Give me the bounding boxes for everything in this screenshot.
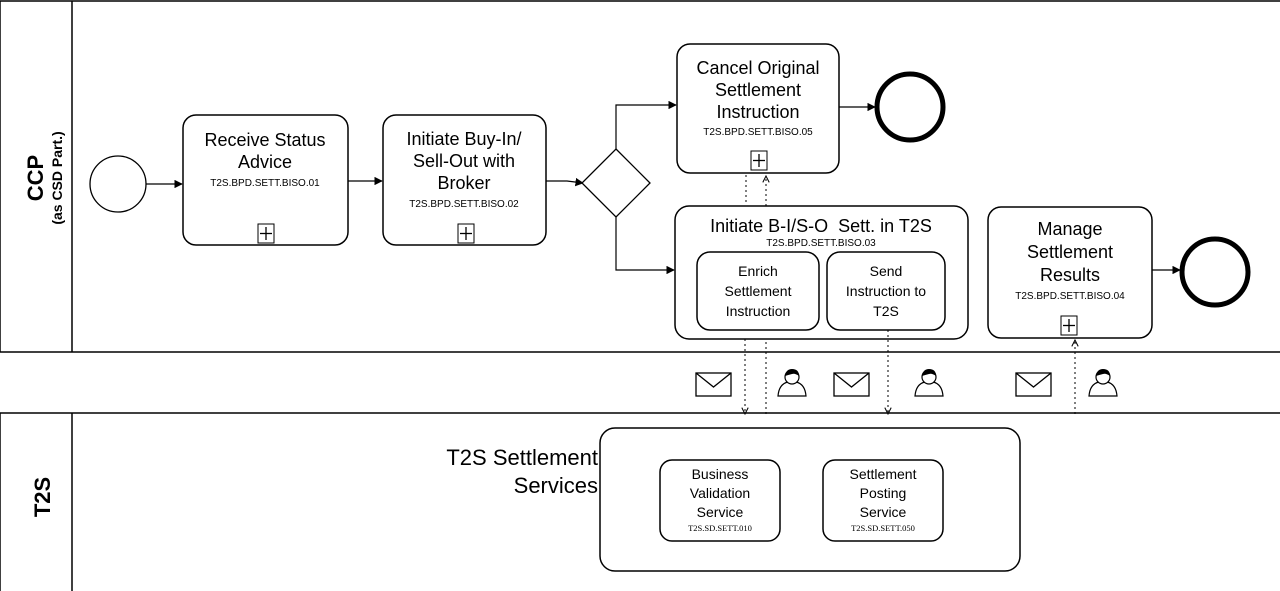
task-manage-line-1: Manage xyxy=(1037,219,1102,239)
plus-marker-icon[interactable] xyxy=(257,223,275,244)
task-buyin-line-1: Initiate Buy-In/ xyxy=(406,129,521,149)
flow-buyin-gateway xyxy=(546,177,584,187)
subtask-send-instruction[interactable]: Send Instruction to T2S xyxy=(826,251,946,331)
task-initsett-title: Initiate B-I/S-O Sett. in T2S xyxy=(710,216,932,236)
service-sps-code: T2S.SD.SETT.050 xyxy=(851,523,915,533)
task-initsett-code: T2S.BPD.SETT.BISO.03 xyxy=(766,238,876,249)
task-receive-status-advice[interactable]: Receive Status Advice T2S.BPD.SETT.BISO.… xyxy=(182,114,349,246)
envelope-icon xyxy=(695,372,732,397)
service-bvs-line-2: Validation xyxy=(690,485,750,501)
task-manage-frame xyxy=(987,206,1153,339)
user-icon xyxy=(777,369,807,397)
task-buyin-code: T2S.BPD.SETT.BISO.02 xyxy=(409,199,519,210)
service-sps-line-1: Settlement xyxy=(850,466,917,482)
pool-t2s-name: T2S xyxy=(30,477,55,517)
t2s-settlement-services[interactable]: T2S Settlement Services Business Validat… xyxy=(446,427,1021,572)
task-cancel-frame xyxy=(676,43,840,174)
task-cancel-original[interactable]: Cancel Original Settlement Instruction T… xyxy=(676,43,840,174)
subtask-enrich-line-1: Enrich xyxy=(738,263,778,279)
subtask-enrich[interactable]: Enrich Settlement Instruction xyxy=(696,251,820,331)
task-manage-line-2: Settlement xyxy=(1027,242,1113,262)
flow-gateway-cancel xyxy=(615,100,677,149)
service-settlement-posting[interactable]: Settlement Posting Service T2S.SD.SETT.0… xyxy=(822,459,944,542)
task-manage-code: T2S.BPD.SETT.BISO.04 xyxy=(1015,291,1125,302)
exclusive-gateway[interactable] xyxy=(581,148,651,218)
envelope-icon xyxy=(833,372,870,397)
t2s-services-title-line-2: Services xyxy=(514,473,598,498)
task-cancel-line-1: Cancel Original xyxy=(696,58,819,78)
subtask-enrich-frame xyxy=(696,251,820,331)
service-bvs-code: T2S.SD.SETT.010 xyxy=(688,523,752,533)
task-cancel-line-3: Instruction xyxy=(716,102,799,122)
subtask-enrich-line-2: Settlement xyxy=(725,283,792,299)
task-buyin-frame xyxy=(382,114,547,246)
service-bvs-line-3: Service xyxy=(697,504,744,520)
flow-gateway-initiate-sett xyxy=(615,217,675,275)
pool-ccp: CCP (as CSD Part.) xyxy=(0,0,1280,353)
service-sps-frame xyxy=(822,459,944,542)
task-buyin-line-3: Broker xyxy=(437,173,490,193)
pool-ccp-sub: (as CSD Part.) xyxy=(49,131,65,224)
subtask-send-frame xyxy=(826,251,946,331)
user-icon xyxy=(1088,369,1118,397)
subtask-send-line-3: T2S xyxy=(873,303,899,319)
service-sps-line-2: Posting xyxy=(860,485,907,501)
task-initiate-sett-t2s[interactable]: Initiate B-I/S-O Sett. in T2S T2S.BPD.SE… xyxy=(674,205,969,340)
end-event-manage[interactable] xyxy=(1179,236,1251,308)
subtask-enrich-line-3: Instruction xyxy=(726,303,791,319)
task-receive-frame xyxy=(182,114,349,246)
plus-marker-icon[interactable] xyxy=(457,223,475,244)
pool-t2s: T2S xyxy=(0,412,1280,591)
service-bvs-frame xyxy=(659,459,781,542)
task-buyin-line-2: Sell-Out with xyxy=(413,151,515,171)
pool-t2s-frame xyxy=(0,412,1280,591)
service-bvs-line-1: Business xyxy=(692,466,749,482)
service-sps-line-3: Service xyxy=(860,504,907,520)
task-receive-code: T2S.BPD.SETT.BISO.01 xyxy=(210,178,320,189)
t2s-services-title-line-1: T2S Settlement xyxy=(446,445,598,470)
subtask-send-line-1: Send xyxy=(870,263,903,279)
end-event-cancel[interactable] xyxy=(874,71,946,143)
pool-ccp-name: CCP xyxy=(23,155,48,201)
task-receive-line-1: Receive Status xyxy=(204,130,325,150)
pool-ccp-frame xyxy=(0,0,1280,353)
task-manage-results[interactable]: Manage Settlement Results T2S.BPD.SETT.B… xyxy=(987,206,1153,339)
task-cancel-code: T2S.BPD.SETT.BISO.05 xyxy=(703,127,813,138)
subtask-send-line-2: Instruction to xyxy=(846,283,926,299)
plus-marker-icon[interactable] xyxy=(750,150,768,171)
task-initiate-buy-in[interactable]: Initiate Buy-In/ Sell-Out with Broker T2… xyxy=(382,114,547,246)
task-cancel-line-2: Settlement xyxy=(715,80,801,100)
task-manage-line-3: Results xyxy=(1040,265,1100,285)
user-icon xyxy=(914,369,944,397)
start-event[interactable] xyxy=(89,155,147,213)
service-business-validation[interactable]: Business Validation Service T2S.SD.SETT.… xyxy=(659,459,781,542)
envelope-icon xyxy=(1015,372,1052,397)
task-receive-line-2: Advice xyxy=(238,152,292,172)
plus-marker-icon[interactable] xyxy=(1060,315,1078,336)
